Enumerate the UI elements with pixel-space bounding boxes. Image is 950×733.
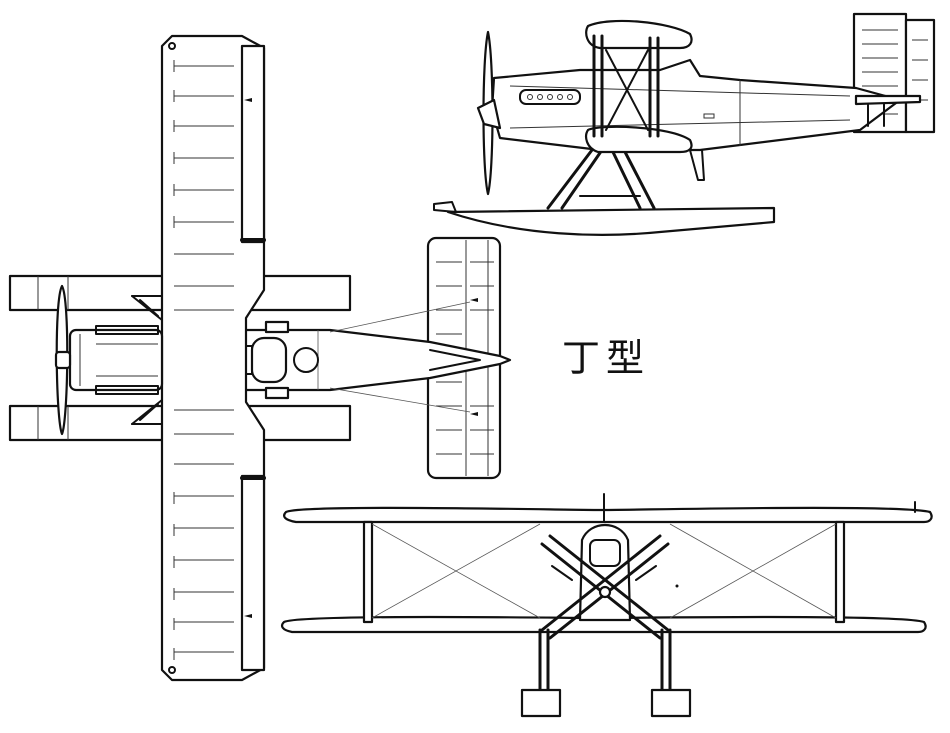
aircraft-type-caption: 丁型 [562, 336, 651, 380]
top-view-fuselage [238, 301, 512, 413]
front-view-float-left [520, 688, 562, 718]
top-view-wing [160, 34, 266, 682]
top-view [8, 34, 512, 682]
side-view [433, 12, 936, 236]
top-view-propeller [54, 284, 72, 436]
front-view-float-right [650, 688, 692, 718]
front-view-lower-wing [281, 615, 927, 634]
side-view-lower-wing [585, 125, 693, 154]
front-view [281, 493, 933, 718]
front-view-upper-wing [283, 506, 933, 524]
top-view-engine [68, 295, 164, 425]
side-view-struts [592, 34, 660, 138]
side-view-float [446, 206, 776, 236]
side-view-fin [852, 12, 936, 134]
side-view-float-struts [546, 148, 656, 210]
front-view-float-struts [538, 534, 672, 692]
front-view-struts [362, 520, 846, 624]
side-view-upper-wing [585, 19, 693, 50]
